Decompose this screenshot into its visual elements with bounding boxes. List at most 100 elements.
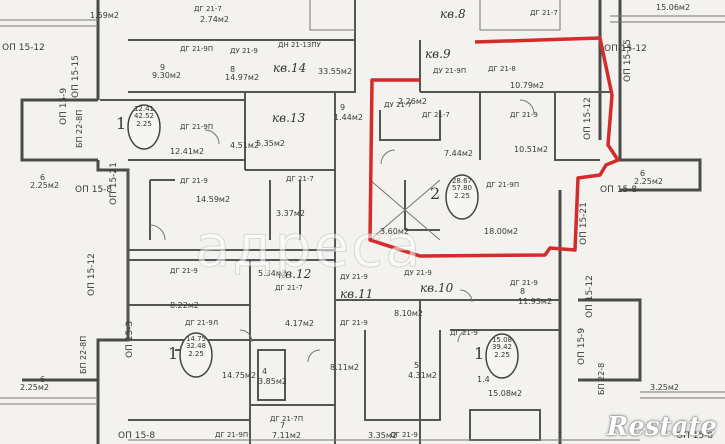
room-number: 6 (640, 169, 646, 178)
door-label: ДГ 21-9 (390, 431, 418, 439)
door-label: ДГ 21-9П (486, 181, 520, 189)
area-label: 9.30м2 (152, 71, 181, 80)
area-label: 3.60м2 (380, 227, 409, 236)
room-number: 8 (520, 287, 526, 296)
door-label: ДУ 21-9 (230, 47, 258, 55)
door-label: ДГ 21-9 (510, 279, 538, 287)
room-number: 5 (414, 361, 420, 370)
room-count: 2 (430, 184, 441, 203)
door-label: ДГ 21-9 (510, 111, 538, 119)
area-label: 14.97м2 (225, 73, 260, 82)
area-label: 8.22м2 (170, 301, 199, 310)
door-label: ДУ 21-9П (433, 67, 467, 75)
axis-label: ОП 15-12 (2, 43, 45, 53)
door-label: ДГ 21-9 (170, 267, 198, 275)
area-label: 15.06м2 (656, 3, 691, 12)
door-label: ДГ 21-9П (180, 45, 214, 53)
room-number: 8 (230, 65, 236, 74)
area-label: 8.10м2 (394, 309, 423, 318)
area-label: 4.31м2 (408, 371, 437, 380)
door-label: ДГ 21-9Л (185, 319, 219, 327)
axis-label: ОП 15-3 (125, 320, 135, 358)
area-label: 1.44м2 (334, 113, 363, 122)
door-label: ДН 21-13ПУ (278, 41, 321, 49)
door-label: ДГ 21-7 (422, 111, 450, 119)
area-label: 14.59м2 (196, 195, 231, 204)
room-number: 7 (280, 421, 286, 430)
area-label: 10.79м2 (510, 81, 545, 90)
area-label: 10.51м2 (514, 145, 549, 154)
axis-label: ОП 15-9 (59, 87, 69, 125)
area-label: 8.11м2 (330, 363, 359, 372)
door-label: ДГ 21-9 (450, 329, 478, 337)
axis-label: ОП 15-8 (75, 185, 113, 195)
area-label: 2.74м2 (200, 15, 229, 24)
area-label: 5.35м2 (256, 139, 285, 148)
area-label: 1.59м2 (90, 11, 119, 20)
door-label: ДГ 21-9 (340, 319, 368, 327)
area-label: 3.85м2 (258, 377, 287, 386)
watermark: адреса (195, 212, 423, 281)
axis-label: ОП 15-21 (109, 162, 119, 205)
area-label: 14.75м2 (222, 371, 257, 380)
apartment-label: кв.9 (425, 47, 451, 61)
area-label: 2.25м2 (20, 383, 49, 392)
apartment-label: кв.8 (440, 7, 466, 21)
area-label: 15.08м2 (488, 389, 523, 398)
axis-label: ОП 15-8 (118, 431, 156, 441)
apartment-label: кв.11 (340, 287, 374, 301)
axis-label: ОП 15-9 (577, 327, 587, 365)
axis-label: ОП 15-12 (583, 97, 593, 140)
room-count: 1 (474, 344, 485, 363)
room-number: 6 (40, 173, 46, 182)
area-label: 11.93м2 (518, 297, 553, 306)
axis-label: ОП 15-8 (600, 185, 638, 195)
door-label: ДГ 21-7 (530, 9, 558, 17)
axis-label: БП 22-8П (75, 109, 84, 148)
room-number: 6 (40, 375, 46, 384)
axis-label: ОП 15-12 (585, 275, 595, 318)
area-label: 2.25м2 (634, 177, 663, 186)
axis-label: ОП 15-21 (579, 202, 589, 245)
area-label: 18.00м2 (484, 227, 519, 236)
area-label: 3.37м2 (276, 209, 305, 218)
axis-label: БП 22-8П (79, 335, 88, 374)
highlight-outline (368, 36, 620, 258)
area-label: 5.34м2 (258, 269, 287, 278)
room-count: 1 (168, 344, 179, 363)
axis-label: ОП 15-12 (604, 44, 647, 54)
room-number: 1.4 (477, 375, 490, 384)
apartment-label: кв.13 (272, 111, 306, 125)
door-label: ДГ 21-8 (488, 65, 516, 73)
door-label: ДУ 21-7 (384, 101, 412, 109)
area-label: 2.26м2 (398, 97, 427, 106)
area-label: 3.35м2 (368, 431, 397, 440)
door-label: ДУ 21-9 (404, 269, 432, 277)
door-label: ДГ 21-7 (194, 5, 222, 13)
restate-logo: Restate (606, 412, 717, 442)
door-label: ДГ 21-9 (180, 177, 208, 185)
axis-label: БП 22-8 (597, 362, 606, 395)
door-label: ДГ 21-9П (180, 123, 214, 131)
area-label: 3.25м2 (650, 383, 679, 392)
area-label: 4.17м2 (285, 319, 314, 328)
room-number: 9 (340, 103, 346, 112)
axis-label: ОП 15-12 (87, 253, 97, 296)
apartment-label: кв.10 (420, 281, 454, 295)
area-label: 7.11м2 (272, 431, 301, 440)
door-label: ДГ 21-7 (286, 175, 314, 183)
area-label: 33.55м2 (318, 67, 353, 76)
room-number: 9 (160, 63, 166, 72)
door-label: ДГ 21-7 (275, 284, 303, 292)
axis-label: ОП 15-15 (623, 39, 633, 82)
door-label: ДУ 21-9 (340, 273, 368, 281)
axis-label: ОП 15-8 (676, 431, 714, 441)
axis-label: ОП 15-15 (71, 55, 81, 98)
area-label: 4.51м2 (230, 141, 259, 150)
